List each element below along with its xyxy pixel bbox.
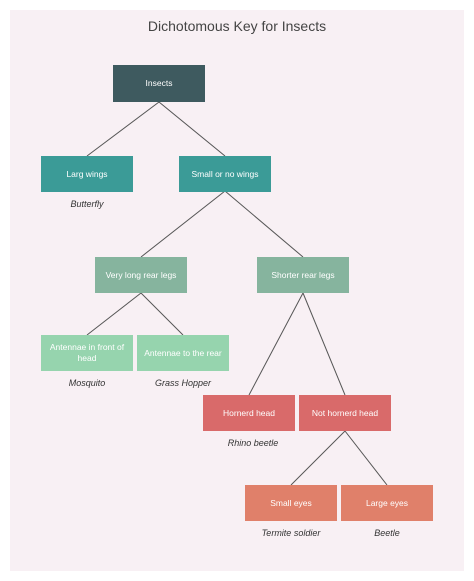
edge-small-wings-long-legs [140, 190, 226, 258]
node-antennae-rear: Antennae to the rear [137, 335, 229, 371]
edge-insects-small-wings [158, 101, 226, 157]
node-horned-head: Hornerd head [203, 395, 295, 431]
edge-insects-large-wings [86, 101, 160, 157]
diagram-title: Dichotomous Key for Insects [147, 18, 327, 34]
node-very-long-rear-legs: Very long rear legs [95, 257, 187, 293]
node-shorter-rear-legs: Shorter rear legs [257, 257, 349, 293]
node-insects: Insects [113, 65, 205, 102]
edge-long-legs-antennae-rear [140, 292, 184, 336]
edge-long-legs-antennae-front [86, 292, 142, 336]
node-antennae-front: Antennae in front of head [41, 335, 133, 371]
caption-beetle: Beetle [374, 528, 400, 538]
diagram-canvas [10, 10, 464, 571]
caption-rhino-beetle: Rhino beetle [227, 438, 279, 448]
node-small-wings: Small or no wings [179, 156, 271, 192]
caption-mosquito: Mosquito [68, 378, 106, 388]
caption-grasshopper: Grass Hopper [154, 378, 212, 388]
node-small-eyes: Small eyes [245, 485, 337, 521]
caption-butterfly: Butterfly [70, 199, 104, 209]
edge-not-horned-small-eyes [290, 430, 346, 486]
edge-shorter-legs-horned [248, 292, 304, 396]
node-not-horned-head: Not hornerd head [299, 395, 391, 431]
edge-shorter-legs-not-horned [302, 292, 346, 396]
edge-small-wings-shorter-legs [224, 190, 304, 258]
node-large-wings: Larg wings [41, 156, 133, 192]
edge-not-horned-large-eyes [344, 430, 388, 486]
caption-termite-soldier: Termite soldier [261, 528, 321, 538]
node-large-eyes: Large eyes [341, 485, 433, 521]
